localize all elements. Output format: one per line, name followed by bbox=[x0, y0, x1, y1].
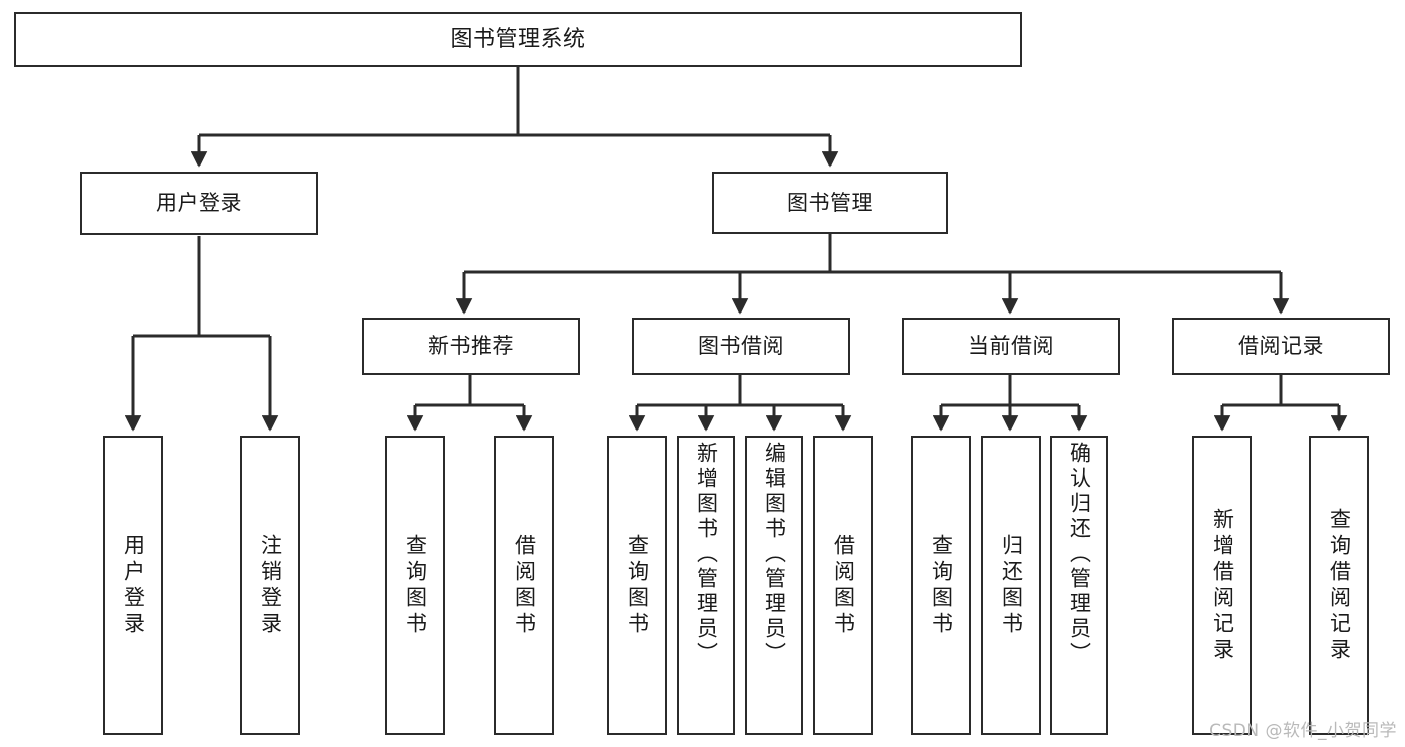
node-leaf-user-login[interactable]: 用户登录 bbox=[103, 436, 163, 735]
node-leaf-borrow-book-1-label: 借阅图书 bbox=[512, 533, 537, 638]
node-leaf-query-book-1-label: 查询图书 bbox=[403, 533, 428, 638]
node-borrow-record[interactable]: 借阅记录 bbox=[1172, 318, 1390, 375]
node-borrow-record-label: 借阅记录 bbox=[1238, 334, 1324, 358]
node-leaf-return-book[interactable]: 归还图书 bbox=[981, 436, 1041, 735]
node-book-manage[interactable]: 图书管理 bbox=[712, 172, 948, 234]
node-leaf-query-book-2[interactable]: 查询图书 bbox=[607, 436, 667, 735]
node-book-borrow-label: 图书借阅 bbox=[698, 334, 784, 358]
node-leaf-add-book-label: 新增图书（管理员） bbox=[694, 442, 719, 667]
node-leaf-query-book-2-label: 查询图书 bbox=[625, 533, 650, 638]
node-leaf-user-login-label: 用户登录 bbox=[121, 533, 146, 638]
node-leaf-add-record-label: 新增借阅记录 bbox=[1210, 507, 1235, 664]
node-root[interactable]: 图书管理系统 bbox=[14, 12, 1022, 67]
node-leaf-query-record[interactable]: 查询借阅记录 bbox=[1309, 436, 1369, 735]
node-leaf-logout-label: 注销登录 bbox=[258, 533, 283, 638]
node-leaf-edit-book-label: 编辑图书（管理员） bbox=[762, 442, 787, 667]
node-leaf-confirm-return[interactable]: 确认归还（管理员） bbox=[1050, 436, 1108, 735]
node-current-borrow[interactable]: 当前借阅 bbox=[902, 318, 1120, 375]
node-new-book-rec[interactable]: 新书推荐 bbox=[362, 318, 580, 375]
node-leaf-borrow-book-2-label: 借阅图书 bbox=[831, 533, 856, 638]
node-leaf-borrow-book-1[interactable]: 借阅图书 bbox=[494, 436, 554, 735]
node-user-login[interactable]: 用户登录 bbox=[80, 172, 318, 235]
node-user-login-label: 用户登录 bbox=[156, 191, 242, 215]
node-leaf-query-book-3-label: 查询图书 bbox=[929, 533, 954, 638]
node-leaf-borrow-book-2[interactable]: 借阅图书 bbox=[813, 436, 873, 735]
node-book-borrow[interactable]: 图书借阅 bbox=[632, 318, 850, 375]
node-leaf-logout[interactable]: 注销登录 bbox=[240, 436, 300, 735]
node-leaf-query-book-3[interactable]: 查询图书 bbox=[911, 436, 971, 735]
node-leaf-add-record[interactable]: 新增借阅记录 bbox=[1192, 436, 1252, 735]
node-current-borrow-label: 当前借阅 bbox=[968, 334, 1054, 358]
node-new-book-rec-label: 新书推荐 bbox=[428, 334, 514, 358]
node-leaf-query-record-label: 查询借阅记录 bbox=[1327, 507, 1352, 664]
csdn-watermark: CSDN @软件_小贺同学 bbox=[1209, 721, 1397, 741]
node-root-label: 图书管理系统 bbox=[450, 26, 586, 52]
node-leaf-return-book-label: 归还图书 bbox=[999, 533, 1024, 638]
node-leaf-edit-book[interactable]: 编辑图书（管理员） bbox=[745, 436, 803, 735]
node-leaf-confirm-return-label: 确认归还（管理员） bbox=[1067, 442, 1092, 667]
node-leaf-add-book[interactable]: 新增图书（管理员） bbox=[677, 436, 735, 735]
node-leaf-query-book-1[interactable]: 查询图书 bbox=[385, 436, 445, 735]
node-book-manage-label: 图书管理 bbox=[787, 190, 873, 215]
